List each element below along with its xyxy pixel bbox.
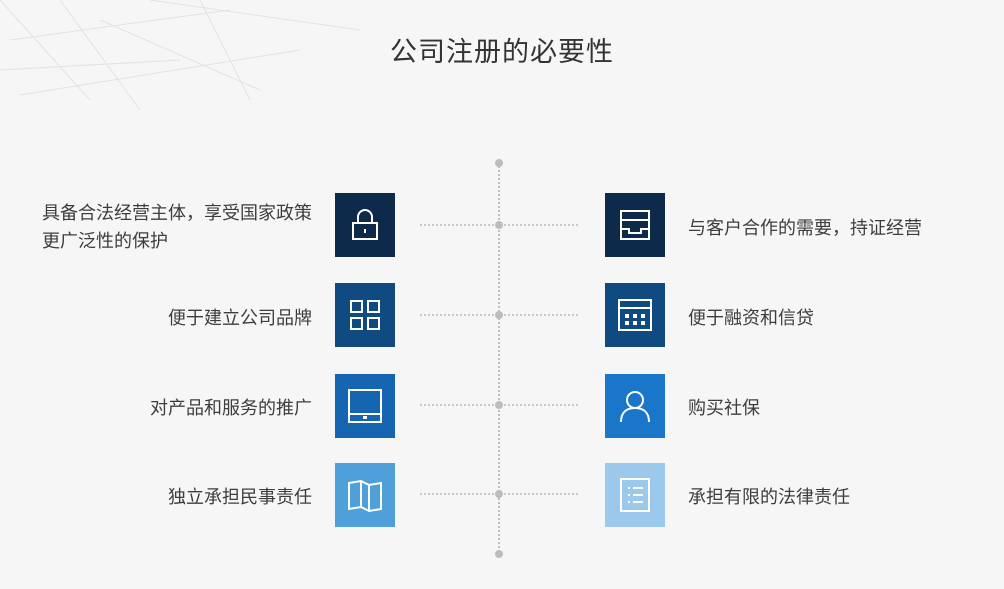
left-item-1-tile: [335, 193, 395, 257]
left-item-2-tile: [335, 283, 395, 347]
timeline-dot-bottom: [495, 550, 503, 558]
right-item-1-label: 与客户合作的需要，持证经营: [688, 218, 922, 239]
right-item-4-tile: [605, 463, 665, 527]
right-item-2-tile: [605, 283, 665, 347]
left-item-2-label: 便于建立公司品牌: [168, 308, 312, 329]
timeline-dot-row-3: [495, 401, 503, 409]
timeline-axis: [498, 163, 500, 555]
left-item-4-tile: [335, 463, 395, 527]
book-icon: [348, 479, 382, 513]
right-item-3-tile: [605, 374, 665, 438]
right-item-4-label: 承担有限的法律责任: [688, 487, 850, 508]
page-title: 公司注册的必要性: [390, 37, 614, 68]
right-item-2-label: 便于融资和信贷: [688, 308, 814, 329]
left-item-1-label: 具备合法经营主体，享受国家政策更广泛性的保护: [42, 203, 312, 252]
right-item-1-tile: [605, 193, 665, 257]
left-item-4-label: 独立承担民事责任: [168, 487, 312, 508]
background-lines: [0, 0, 360, 110]
user-icon: [620, 391, 650, 423]
timeline-dot-row-1: [495, 221, 503, 229]
timeline-dot-row-4: [495, 490, 503, 498]
lock-icon: [352, 209, 378, 240]
timeline-dot-top: [495, 159, 503, 167]
left-item-3-tile: [335, 374, 395, 438]
right-item-3-label: 购买社保: [688, 398, 760, 419]
list-icon: [620, 478, 650, 512]
calculator-icon: [618, 299, 652, 331]
timeline-dot-row-2: [495, 311, 503, 319]
grid-icon: [350, 300, 380, 330]
inbox-icon: [620, 210, 650, 240]
tablet-icon: [348, 389, 382, 423]
left-item-3-label: 对产品和服务的推广: [150, 398, 312, 419]
